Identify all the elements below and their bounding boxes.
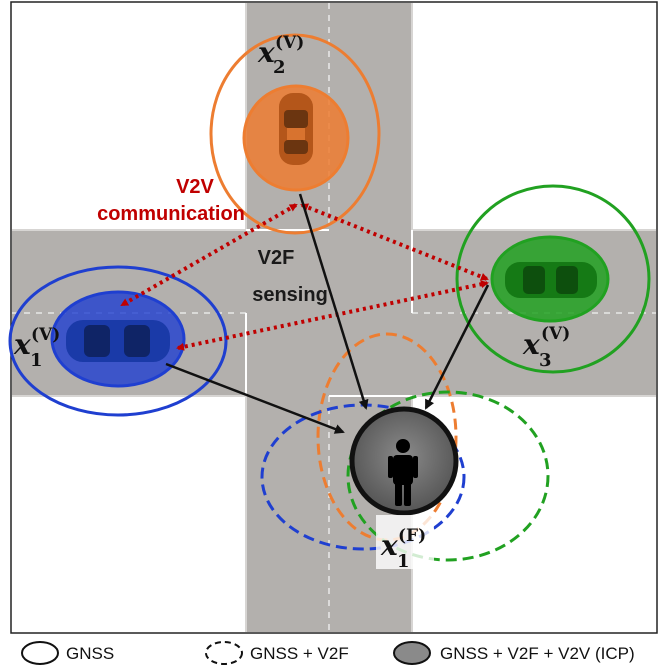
- legend-solid-ellipse-icon: [21, 641, 59, 665]
- pedestrian-group: [260, 332, 550, 562]
- v2v-arrows: [120, 203, 489, 351]
- vehicle-3-label: x 3 (V): [522, 324, 570, 371]
- svg-text:1: 1: [30, 350, 43, 371]
- svg-text:1: 1: [397, 551, 410, 572]
- green-car-icon: [505, 262, 597, 298]
- v2v-label-line2: communication: [97, 203, 245, 225]
- v2f-label-line2: sensing: [252, 284, 328, 306]
- v2f-arrow-1: [165, 362, 345, 434]
- vehicle-2-label: x 2 (V): [257, 33, 304, 78]
- svg-text:x: x: [13, 328, 31, 361]
- svg-text:GNSS + V2F + V2V (ICP): GNSS + V2F + V2V (ICP): [440, 644, 635, 663]
- svg-text:x: x: [257, 36, 275, 69]
- legend-dashed-ellipse-icon: [205, 641, 243, 665]
- svg-text:x: x: [522, 328, 540, 361]
- vehicle-1-group: [8, 265, 228, 417]
- svg-text:(V): (V): [541, 324, 570, 344]
- svg-text:(V): (V): [275, 33, 304, 53]
- orange-car-icon: [279, 93, 313, 165]
- legend: GNSS GNSS + V2F GNSS + V2F + V2V (ICP): [21, 641, 635, 665]
- svg-text:x: x: [380, 529, 398, 562]
- pedestrian-green-v2f-ellipse: [346, 390, 550, 562]
- blue-car-icon: [66, 320, 170, 362]
- v2v-arrow-2-1: [120, 203, 298, 307]
- pedestrian-icon: [388, 439, 418, 506]
- legend-filled-ellipse-icon: [393, 641, 431, 665]
- svg-text:(F): (F): [398, 526, 426, 546]
- svg-text:GNSS: GNSS: [66, 644, 114, 663]
- v2f-label-line1: V2F: [258, 247, 295, 269]
- svg-text:3: 3: [539, 350, 552, 371]
- v2f-arrow-3: [424, 284, 490, 410]
- legend-item-gnss: GNSS: [21, 641, 114, 665]
- svg-text:(V): (V): [31, 325, 60, 345]
- legend-item-gnss-v2f-v2v: GNSS + V2F + V2V (ICP): [393, 641, 635, 665]
- v2v-label-line1: V2V: [176, 176, 214, 198]
- svg-text:GNSS + V2F: GNSS + V2F: [250, 644, 349, 663]
- vehicle-1-label: x 1 (V): [13, 325, 60, 371]
- v2v-arrow-2-3: [300, 203, 489, 281]
- pedestrian-label: x 1 (F): [376, 515, 434, 572]
- legend-item-gnss-v2f: GNSS + V2F: [205, 641, 349, 665]
- svg-text:2: 2: [273, 57, 286, 78]
- v2f-arrows: [165, 193, 490, 434]
- vehicle-2-group: [209, 33, 381, 235]
- v2f-arrow-2: [298, 193, 369, 410]
